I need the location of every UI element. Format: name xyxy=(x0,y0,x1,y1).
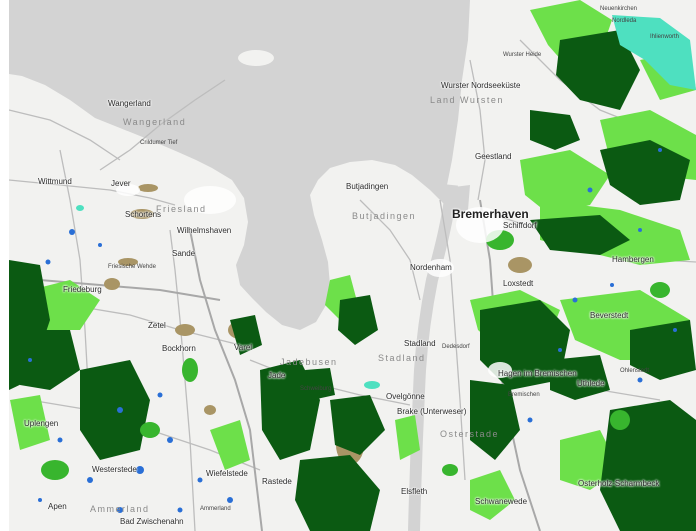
sea-water xyxy=(9,0,470,330)
region-label: Osterstade xyxy=(440,429,500,439)
place-label: Schortens xyxy=(125,210,162,219)
place-label: Uplengen xyxy=(24,419,59,428)
place-label: Dedesdorf xyxy=(442,344,470,350)
place-label: Hambergen xyxy=(612,255,654,264)
region-label: Wangerland xyxy=(123,117,187,127)
place-label: Nordenham xyxy=(410,263,452,272)
weser-estuary xyxy=(430,185,470,215)
place-label: Wilhelmshaven xyxy=(177,226,232,235)
island xyxy=(238,50,274,66)
place-label: Stadland xyxy=(404,339,436,348)
place-label: Bockhorn xyxy=(162,344,196,353)
place-label: Apen xyxy=(48,502,67,511)
place-label: Brake (Unterweser) xyxy=(397,407,467,416)
place-label: Nordleda xyxy=(612,18,637,24)
region-label: Friesland xyxy=(156,204,207,214)
place-label: Varel xyxy=(234,343,253,352)
place-label: Wangerland xyxy=(108,99,151,108)
wetland-spots xyxy=(28,148,677,513)
place-label: Bremischen xyxy=(508,392,540,398)
region-label: Friesische Wehde xyxy=(108,264,156,270)
place-label: Sande xyxy=(172,249,196,258)
place-label: Elsfleth xyxy=(401,487,428,496)
city-label: Bremerhaven xyxy=(452,207,529,221)
place-label: Loxstedt xyxy=(503,279,534,288)
place-label: Jade xyxy=(268,371,286,380)
place-label: Wurster Nordseeküste xyxy=(441,81,521,90)
settlement-areas xyxy=(116,184,512,378)
place-label: Hagen im Bremischen xyxy=(498,369,577,378)
region-label: Wurster Heide xyxy=(503,52,542,58)
region-label: Ammerland xyxy=(200,506,231,512)
place-label: Ihlienworth xyxy=(650,34,680,40)
place-label: Neuenkirchen xyxy=(600,6,638,12)
teal-areas xyxy=(76,15,696,389)
place-label: Westerstede xyxy=(92,465,137,474)
map-left-frame xyxy=(0,0,9,531)
place-label: Crildumer Tief xyxy=(140,140,178,146)
place-label: Butjadingen xyxy=(346,182,389,191)
region-label: Ammerland xyxy=(90,504,150,514)
place-label: Osterholz-Scharmbeck xyxy=(578,479,660,488)
region-label: Land Wursten xyxy=(430,95,504,105)
place-label: Geestland xyxy=(475,152,512,161)
place-label: Ovelgönne xyxy=(386,392,425,401)
place-label: Wiefelstede xyxy=(206,469,248,478)
place-label: Bad Zwischenahn xyxy=(120,517,184,526)
place-label: Rastede xyxy=(262,477,292,486)
place-label: Schweiburg xyxy=(300,386,332,392)
place-label: Uthlede xyxy=(577,379,605,388)
place-label: Wittmund xyxy=(38,177,72,186)
place-label: Ohlenstedt xyxy=(620,368,650,374)
place-label: Beverstedt xyxy=(590,311,629,320)
place-label: Schwanewede xyxy=(475,497,528,506)
region-label: Butjadingen xyxy=(352,211,417,221)
region-label: Stadland xyxy=(378,353,426,363)
place-label: Friedeburg xyxy=(63,285,102,294)
water-label: Jadebusen xyxy=(280,357,338,367)
place-label: Jever xyxy=(111,179,131,188)
place-label: Schiffdorf xyxy=(503,221,537,230)
place-label: Zetel xyxy=(148,321,166,330)
